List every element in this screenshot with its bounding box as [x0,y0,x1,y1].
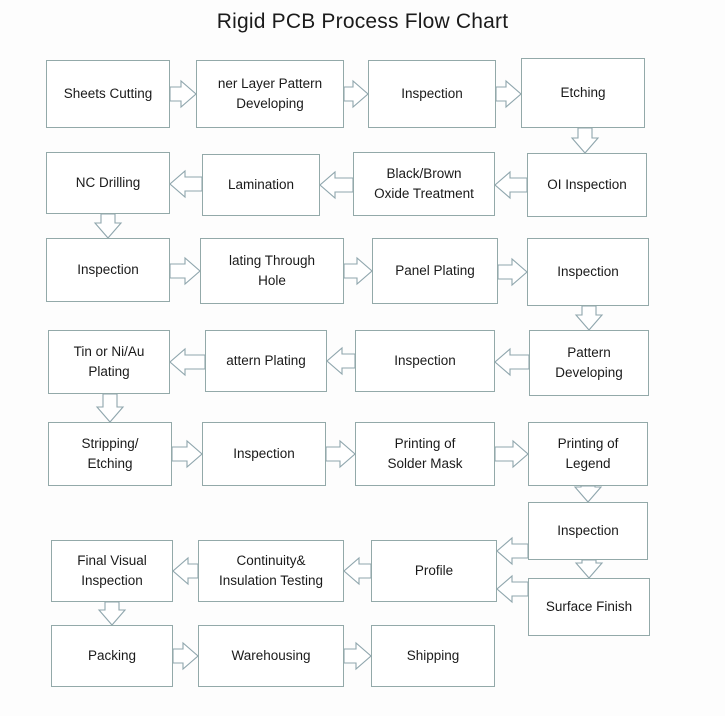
connector-c-nc-to-insp2 [93,213,123,239]
connector-c-insp5-to-solder [325,439,356,469]
connector-c-insp1-to-etching [495,79,522,109]
process-node-printing-legend[interactable]: Printing of Legend [528,422,648,486]
process-node-nc-drilling[interactable]: NC Drilling [46,152,170,214]
process-node-warehousing[interactable]: Warehousing [198,625,344,687]
process-node-printing-solder-mask[interactable]: Printing of Solder Mask [355,422,495,486]
connector-c-oxide-to-lamination [319,170,354,200]
process-node-tin-or-niau-plating[interactable]: Tin or Ni/Au Plating [48,330,170,394]
connector-c-insp3-to-patdev [574,305,604,331]
process-node-oi-inspection[interactable]: OI Inspection [527,153,647,217]
connector-c-inner-to-insp1 [343,79,369,109]
process-node-inspection-4[interactable]: Inspection [355,330,495,392]
process-node-inspection-6[interactable]: Inspection [528,502,648,560]
connector-c-tin-to-strip [95,393,125,423]
connector-c-pth-to-panel [343,256,373,286]
connector-c-insp6-to-surface [574,559,604,579]
connector-c-insp2-to-pth [169,256,201,286]
connector-c-etching-to-oi [570,127,600,154]
process-node-inspection-5[interactable]: Inspection [202,422,326,486]
connector-c-oi-to-oxide [494,170,528,200]
process-node-surface-finish[interactable]: Surface Finish [528,578,650,636]
connector-c-strip-to-insp5 [171,439,203,469]
process-node-inspection-1[interactable]: Inspection [368,60,496,128]
process-node-black-brown-oxide[interactable]: Black/Brown Oxide Treatment [353,152,495,216]
process-node-sheets-cutting[interactable]: Sheets Cutting [46,60,170,128]
process-node-inner-layer-pattern[interactable]: ner Layer Pattern Developing [196,60,344,128]
process-node-panel-plating[interactable]: Panel Plating [372,238,498,304]
process-node-continuity-insulation[interactable]: Continuity& Insulation Testing [198,540,344,602]
connector-c-packing-to-warehouse [172,641,199,671]
connector-c-insp4-to-patplat [326,346,356,376]
connector-c-continuity-to-final [172,556,199,586]
process-node-final-visual-insp[interactable]: Final Visual Inspection [51,540,173,602]
process-node-plating-through-hole[interactable]: lating Through Hole [200,238,344,304]
process-node-etching[interactable]: Etching [521,58,645,128]
connector-c-patplat-to-tin [169,347,206,377]
connector-c-patdev-to-insp4 [494,347,530,377]
process-node-profile[interactable]: Profile [371,540,497,602]
connector-c-sheets-to-inner [169,79,197,109]
connector-c-profile-to-continuity [343,556,372,586]
process-node-shipping[interactable]: Shipping [371,625,495,687]
page-title: Rigid PCB Process Flow Chart [216,10,509,33]
connector-c-insp6-to-profile [496,536,529,566]
connector-c-warehouse-to-shipping [343,641,372,671]
connector-c-legend-to-insp6 [573,485,603,503]
connector-c-lamination-to-nc [169,169,203,199]
process-node-packing[interactable]: Packing [51,625,173,687]
process-node-inspection-2[interactable]: Inspection [46,238,170,302]
connector-c-surface-to-profile [496,574,529,604]
process-node-stripping-etching[interactable]: Stripping/ Etching [48,422,172,486]
process-node-inspection-3[interactable]: Inspection [527,238,649,306]
connector-c-solder-to-legend [494,439,529,469]
connector-c-final-to-packing [97,601,127,626]
process-node-lamination[interactable]: Lamination [202,154,320,216]
connector-c-panel-to-insp3 [497,257,528,287]
process-node-pattern-plating[interactable]: attern Plating [205,330,327,392]
process-node-pattern-developing[interactable]: Pattern Developing [529,330,649,396]
